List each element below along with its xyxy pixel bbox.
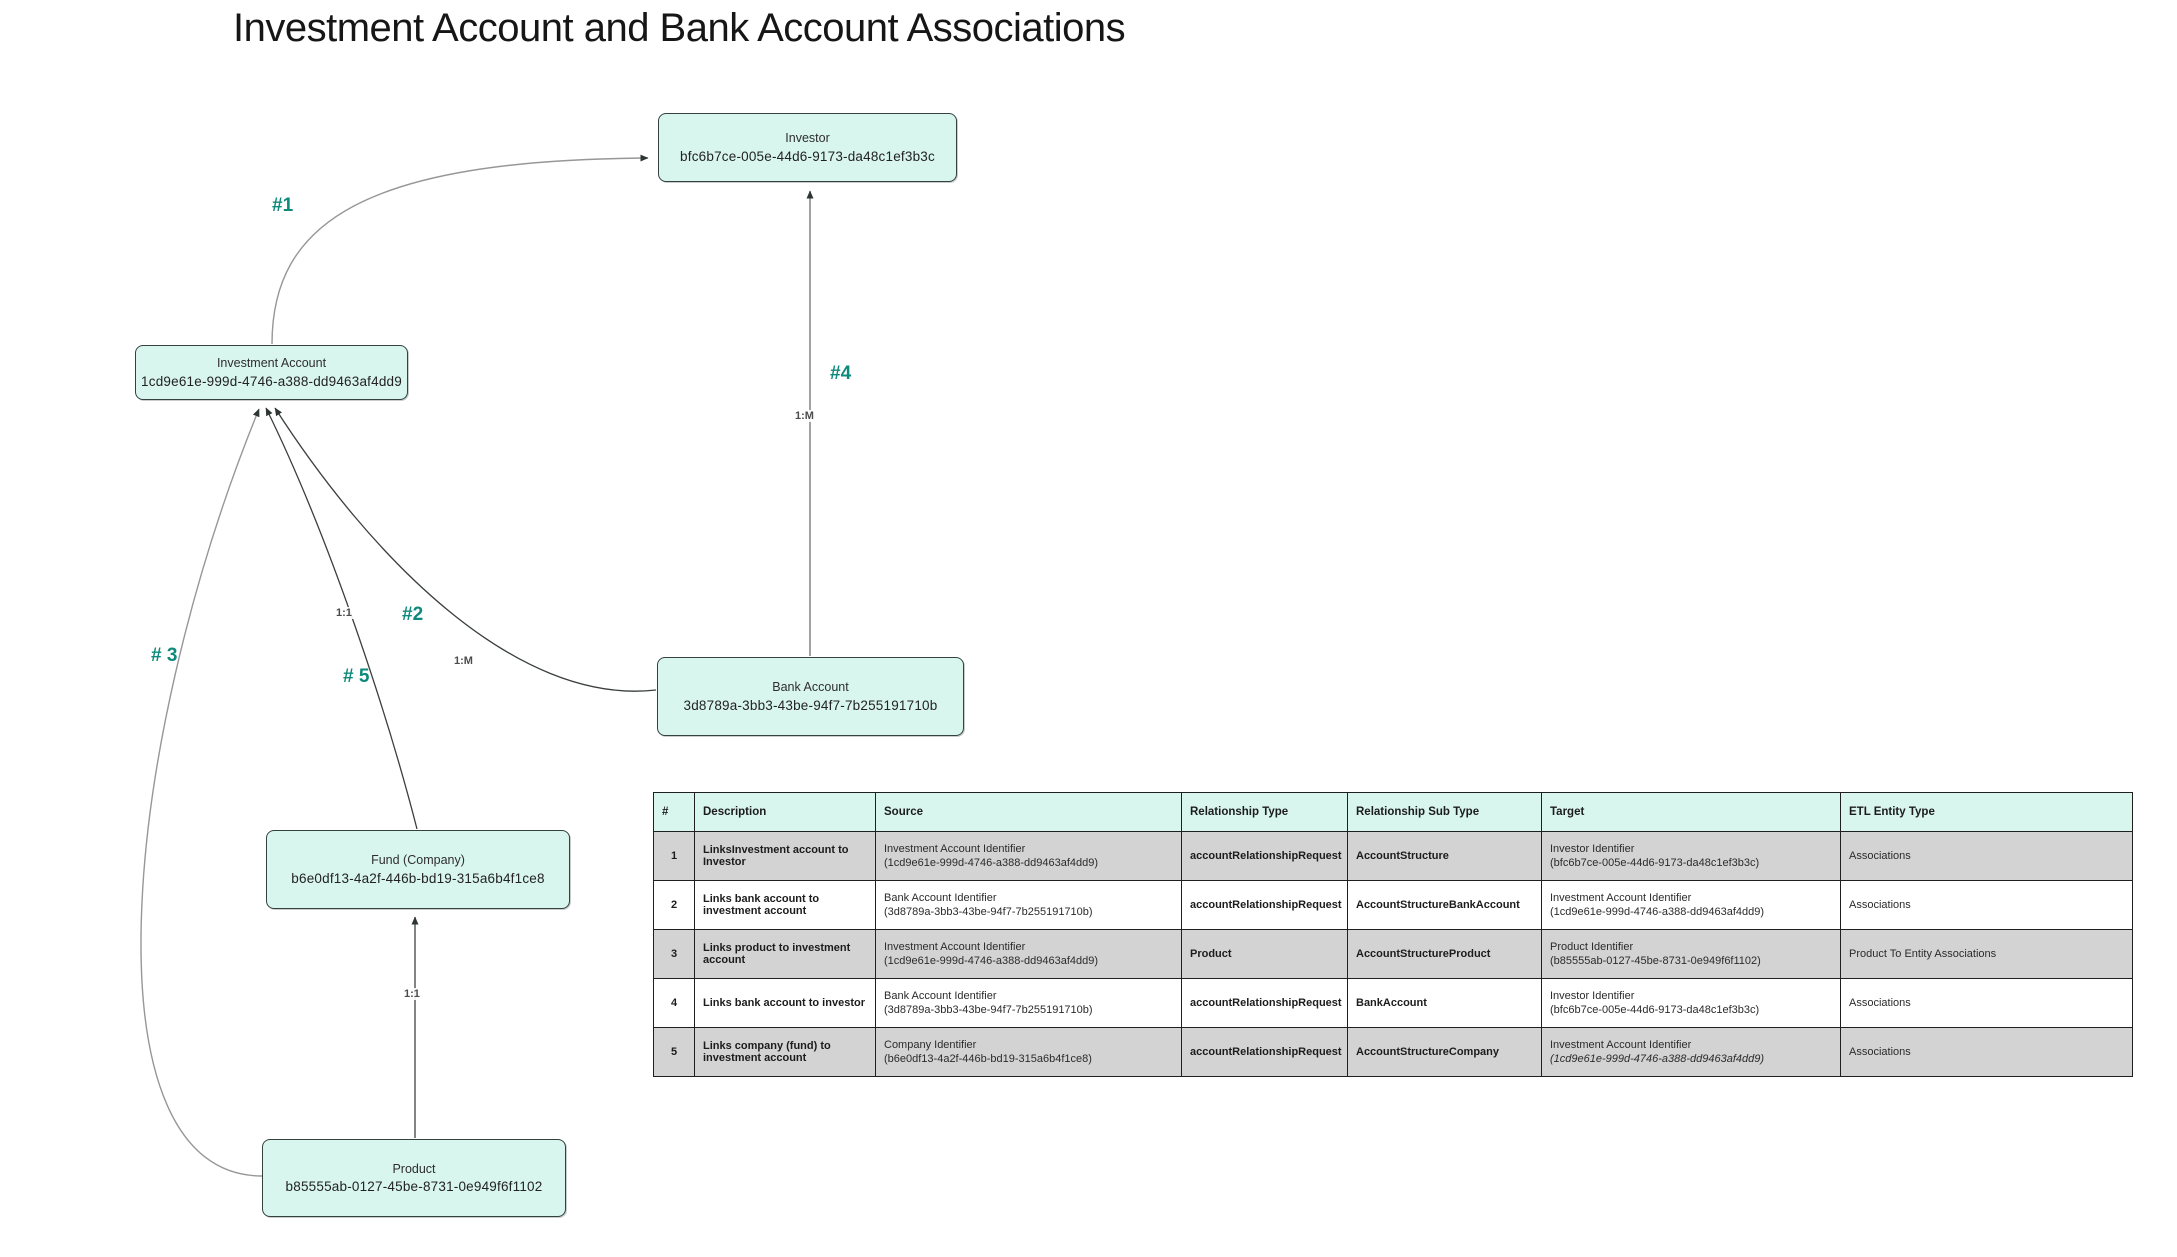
cell-target: Investor Identifier (bfc6b7ce-005e-44d6-… <box>1541 978 1841 1028</box>
node-investment-account-uuid: 1cd9e61e-999d-4746-a388-dd9463af4dd9 <box>141 373 402 389</box>
cell-target: Product Identifier (b85555ab-0127-45be-8… <box>1541 929 1841 979</box>
cell-etl-entity-type: Associations <box>1840 831 2133 881</box>
target-id: (bfc6b7ce-005e-44d6-9173-da48c1ef3b3c) <box>1550 1004 1760 1016</box>
target-label: Investment Account Identifier <box>1550 1038 1692 1051</box>
node-bank-account-label: Bank Account <box>772 680 849 695</box>
source-id: (1cd9e61e-999d-4746-a388-dd9463af4dd9) <box>884 857 1099 869</box>
associations-table: # Description Source Relationship Type R… <box>653 792 2133 1077</box>
source-id: (3d8789a-3bb3-43be-94f7-7b255191710b) <box>884 1004 1093 1016</box>
edge-2-line <box>274 407 657 692</box>
cell-target: Investor Identifier (bfc6b7ce-005e-44d6-… <box>1541 831 1841 881</box>
cell-relationship-type: accountRelationshipRequest <box>1181 978 1348 1028</box>
node-bank-account: Bank Account 3d8789a-3bb3-43be-94f7-7b25… <box>657 657 964 736</box>
table-header-row: # Description Source Relationship Type R… <box>653 792 2133 832</box>
cardinality-product-fund: 1:1 <box>402 988 422 1000</box>
table-row: 3 Links product to investment account In… <box>653 929 2133 979</box>
cell-target: Investment Account Identifier (1cd9e61e-… <box>1541 1027 1841 1077</box>
target-id: (bfc6b7ce-005e-44d6-9173-da48c1ef3b3c) <box>1550 857 1760 869</box>
source-label: Bank Account Identifier <box>884 891 997 904</box>
cell-source: Investment Account Identifier (1cd9e61e-… <box>875 929 1182 979</box>
source-id: (3d8789a-3bb3-43be-94f7-7b255191710b) <box>884 906 1093 918</box>
cell-etl-entity-type: Associations <box>1840 1027 2133 1077</box>
target-label: Product Identifier <box>1550 940 1634 953</box>
table-row: 4 Links bank account to investor Bank Ac… <box>653 978 2133 1028</box>
cell-num: 2 <box>653 880 695 930</box>
cell-description: Links product to investment account <box>694 929 876 979</box>
cell-relationship-sub-type: AccountStructure <box>1347 831 1542 881</box>
cell-source: Bank Account Identifier (3d8789a-3bb3-43… <box>875 880 1182 930</box>
node-investor-label: Investor <box>785 131 830 146</box>
edge-2-label: #2 <box>402 604 424 625</box>
header-num: # <box>653 792 695 832</box>
edge-5-label: # 5 <box>343 666 370 687</box>
cell-description: LinksInvestment account to Investor <box>694 831 876 881</box>
node-bank-account-uuid: 3d8789a-3bb3-43be-94f7-7b255191710b <box>683 697 938 713</box>
source-label: Company Identifier <box>884 1038 977 1051</box>
edge-1-line <box>271 154 649 345</box>
cell-relationship-sub-type: AccountStructureBankAccount <box>1347 880 1542 930</box>
cell-num: 4 <box>653 978 695 1028</box>
header-source: Source <box>875 792 1182 832</box>
header-relationship-type: Relationship Type <box>1181 792 1348 832</box>
node-investor: Investor bfc6b7ce-005e-44d6-9173-da48c1e… <box>658 113 957 182</box>
edge-3-line <box>140 408 263 1177</box>
cell-relationship-sub-type: AccountStructureCompany <box>1347 1027 1542 1077</box>
cell-source: Company Identifier (b6e0df13-4a2f-446b-b… <box>875 1027 1182 1077</box>
table-row: 5 Links company (fund) to investment acc… <box>653 1027 2133 1077</box>
source-id: (1cd9e61e-999d-4746-a388-dd9463af4dd9) <box>884 955 1099 967</box>
source-label: Bank Account Identifier <box>884 989 997 1002</box>
node-investment-account-label: Investment Account <box>216 356 327 371</box>
cell-source: Bank Account Identifier (3d8789a-3bb3-43… <box>875 978 1182 1028</box>
source-label: Investment Account Identifier <box>884 842 1026 855</box>
cell-description: Links bank account to investor <box>694 978 876 1028</box>
target-id: (1cd9e61e-999d-4746-a388-dd9463af4dd9) <box>1550 1053 1765 1065</box>
node-investor-uuid: bfc6b7ce-005e-44d6-9173-da48c1ef3b3c <box>680 148 935 164</box>
cell-relationship-type: accountRelationshipRequest <box>1181 831 1348 881</box>
node-investment-account: Investment Account 1cd9e61e-999d-4746-a3… <box>135 345 408 400</box>
cell-description: Links bank account to investment account <box>694 880 876 930</box>
cell-num: 1 <box>653 831 695 881</box>
node-product: Product b85555ab-0127-45be-8731-0e949f6f… <box>262 1139 566 1217</box>
cell-relationship-sub-type: AccountStructureProduct <box>1347 929 1542 979</box>
edge-1-label: #1 <box>272 195 294 216</box>
node-fund-company: Fund (Company) b6e0df13-4a2f-446b-bd19-3… <box>266 830 570 909</box>
cell-num: 3 <box>653 929 695 979</box>
target-id: (b85555ab-0127-45be-8731-0e949f6f1102) <box>1550 955 1761 967</box>
node-fund-company-label: Fund (Company) <box>371 853 465 868</box>
cell-relationship-type: accountRelationshipRequest <box>1181 1027 1348 1077</box>
node-product-uuid: b85555ab-0127-45be-8731-0e949f6f1102 <box>285 1179 543 1195</box>
edge-4-label: #4 <box>830 363 852 384</box>
cell-relationship-type: accountRelationshipRequest <box>1181 880 1348 930</box>
edge-3-label: # 3 <box>151 645 178 666</box>
source-label: Investment Account Identifier <box>884 940 1026 953</box>
cell-etl-entity-type: Product To Entity Associations <box>1840 929 2133 979</box>
cell-etl-entity-type: Associations <box>1840 880 2133 930</box>
table-row: 2 Links bank account to investment accou… <box>653 880 2133 930</box>
source-id: (b6e0df13-4a2f-446b-bd19-315a6b4f1ce8) <box>884 1053 1092 1065</box>
cardinality-edge-2: 1:M <box>452 655 475 667</box>
cell-description: Links company (fund) to investment accou… <box>694 1027 876 1077</box>
cell-etl-entity-type: Associations <box>1840 978 2133 1028</box>
header-target: Target <box>1541 792 1841 832</box>
cardinality-edge-5: 1:1 <box>334 607 354 619</box>
cell-target: Investment Account Identifier (1cd9e61e-… <box>1541 880 1841 930</box>
header-etl-entity-type: ETL Entity Type <box>1840 792 2133 832</box>
header-description: Description <box>694 792 876 832</box>
table-row: 1 LinksInvestment account to Investor In… <box>653 831 2133 881</box>
cell-source: Investment Account Identifier (1cd9e61e-… <box>875 831 1182 881</box>
header-relationship-sub-type: Relationship Sub Type <box>1347 792 1542 832</box>
target-label: Investor Identifier <box>1550 842 1635 855</box>
target-label: Investor Identifier <box>1550 989 1635 1002</box>
cell-relationship-type: Product <box>1181 929 1348 979</box>
cardinality-edge-4: 1:M <box>793 410 816 422</box>
node-fund-company-uuid: b6e0df13-4a2f-446b-bd19-315a6b4f1ce8 <box>291 870 545 886</box>
cell-num: 5 <box>653 1027 695 1077</box>
target-id: (1cd9e61e-999d-4746-a388-dd9463af4dd9) <box>1550 906 1765 918</box>
page-title: Investment Account and Bank Account Asso… <box>233 6 1126 50</box>
target-label: Investment Account Identifier <box>1550 891 1692 904</box>
node-product-label: Product <box>392 1161 436 1176</box>
cell-relationship-sub-type: BankAccount <box>1347 978 1542 1028</box>
